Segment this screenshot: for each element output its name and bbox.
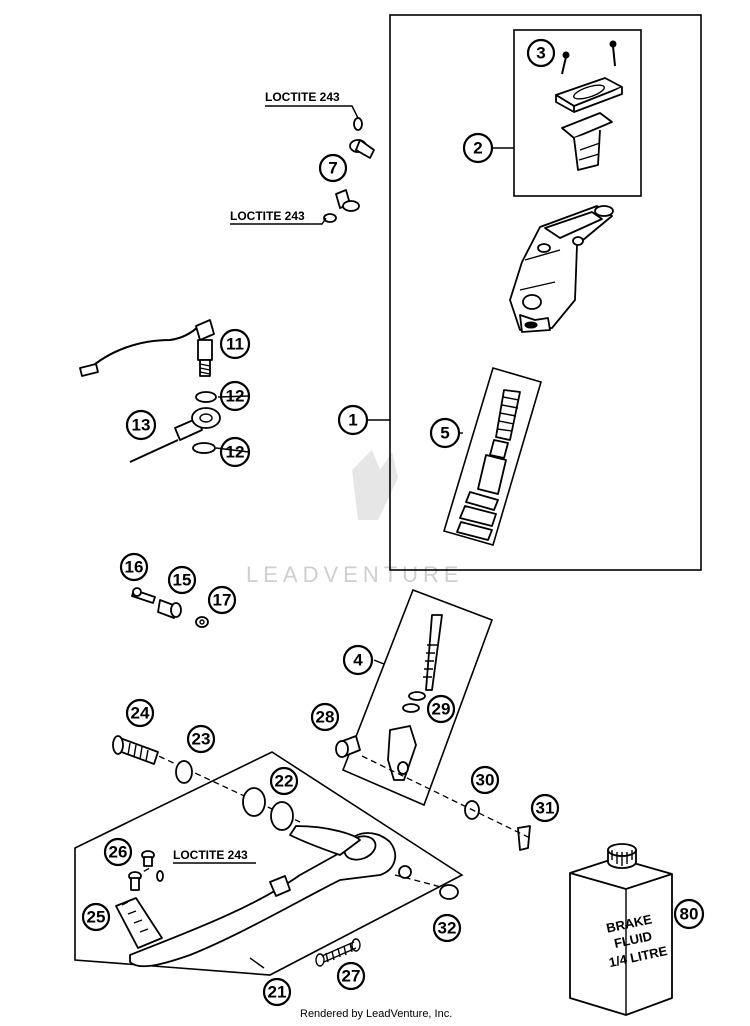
svg-text:1: 1 xyxy=(348,411,357,430)
callout-29: 29 xyxy=(426,694,456,724)
svg-text:22: 22 xyxy=(275,772,294,791)
callout-26: 26 xyxy=(103,837,133,867)
callout-11: 11 xyxy=(219,328,251,360)
axis-line-pushrod xyxy=(361,755,531,839)
callout-2: 2 xyxy=(462,132,494,164)
bushing-22-inner xyxy=(270,801,294,831)
sealing-washer-lower xyxy=(192,442,216,454)
assembly-box-2 xyxy=(513,29,642,197)
pivot-bolt xyxy=(112,735,159,765)
callout-23: 23 xyxy=(186,724,216,754)
reservoir-cap xyxy=(555,77,623,113)
loctite-text-lower: LOCTITE 243 xyxy=(173,848,248,862)
brake-light-switch xyxy=(79,319,215,377)
nut-32 xyxy=(439,884,459,900)
loctite-note-mid: LOCTITE 243 xyxy=(230,209,327,225)
svg-text:7: 7 xyxy=(328,159,337,178)
callout-4: 4 xyxy=(342,644,374,676)
svg-text:24: 24 xyxy=(131,704,150,723)
svg-text:13: 13 xyxy=(132,416,151,435)
callout-21: 21 xyxy=(262,977,292,1007)
callout-3: 3 xyxy=(526,38,556,68)
callout-80: 80 xyxy=(673,898,705,930)
return-spring xyxy=(315,938,361,967)
brake-fluid-bottle xyxy=(569,843,673,1016)
callout-1: 1 xyxy=(337,404,369,436)
axis-line-nut xyxy=(394,874,446,889)
svg-text:27: 27 xyxy=(342,967,361,986)
cotter-pin xyxy=(517,825,531,851)
loctite-note-top: LOCTITE 243 xyxy=(265,90,359,119)
svg-text:80: 80 xyxy=(680,905,699,924)
sealing-washer-upper xyxy=(195,391,217,403)
callout-32: 32 xyxy=(432,913,462,943)
reservoir-diaphragm xyxy=(561,112,613,171)
pedal-step xyxy=(115,897,163,949)
axis-line-pivot xyxy=(149,751,301,823)
assembly-box-21 xyxy=(74,751,464,976)
leader-12b xyxy=(215,447,250,453)
callout-15: 15 xyxy=(167,565,197,595)
callout-5: 5 xyxy=(429,417,461,449)
loctite-text-mid: LOCTITE 243 xyxy=(230,209,305,223)
push-rod-assembly xyxy=(335,588,494,807)
callout-13: 13 xyxy=(125,409,157,441)
callout-31: 31 xyxy=(530,793,560,823)
callout-28: 28 xyxy=(310,702,340,732)
callout-25: 25 xyxy=(81,902,111,932)
svg-text:21: 21 xyxy=(268,983,287,1002)
washer-23 xyxy=(175,760,193,784)
callout-12b: 12 xyxy=(219,436,251,468)
mounting-hardware xyxy=(131,587,209,628)
watermark: LEADVENTURE xyxy=(246,450,464,587)
bushing-22-outer xyxy=(242,787,266,817)
footer-credit: Rendered by LeadVenture, Inc. xyxy=(300,1008,452,1020)
loctite-note-lower: LOCTITE 243 xyxy=(173,848,256,864)
brake-line xyxy=(129,407,221,463)
svg-text:28: 28 xyxy=(316,708,335,727)
svg-text:12: 12 xyxy=(226,443,245,462)
svg-text:5: 5 xyxy=(440,424,449,443)
leader-21 xyxy=(249,957,265,969)
svg-text:3: 3 xyxy=(536,44,545,63)
svg-text:31: 31 xyxy=(536,799,555,818)
assembly-box-1 xyxy=(389,14,702,571)
callout-16: 16 xyxy=(119,552,149,582)
svg-text:25: 25 xyxy=(87,908,106,927)
svg-text:2: 2 xyxy=(473,139,482,158)
svg-text:26: 26 xyxy=(109,843,128,862)
svg-text:11: 11 xyxy=(226,335,244,354)
callout-27: 27 xyxy=(336,961,366,991)
reservoir-screws xyxy=(561,40,617,75)
callout-22: 22 xyxy=(269,766,299,796)
callout-7: 7 xyxy=(318,153,348,183)
brake-pedal xyxy=(129,825,412,968)
svg-text:32: 32 xyxy=(438,919,457,938)
loctite-text-top: LOCTITE 243 xyxy=(265,90,340,104)
svg-text:30: 30 xyxy=(476,771,495,790)
svg-text:16: 16 xyxy=(125,558,144,577)
watermark-text: LEADVENTURE xyxy=(246,562,464,587)
master-cylinder-body xyxy=(509,205,614,333)
pedal-screw-26 xyxy=(128,850,164,891)
piston-kit xyxy=(443,367,542,546)
callout-30: 30 xyxy=(470,765,500,795)
svg-text:17: 17 xyxy=(213,591,232,610)
svg-text:29: 29 xyxy=(432,700,451,719)
leader-12a xyxy=(217,395,250,398)
svg-text:4: 4 xyxy=(353,651,363,670)
callout-17: 17 xyxy=(207,585,237,615)
svg-text:23: 23 xyxy=(192,730,211,749)
svg-text:15: 15 xyxy=(173,571,192,590)
callout-24: 24 xyxy=(125,698,155,728)
